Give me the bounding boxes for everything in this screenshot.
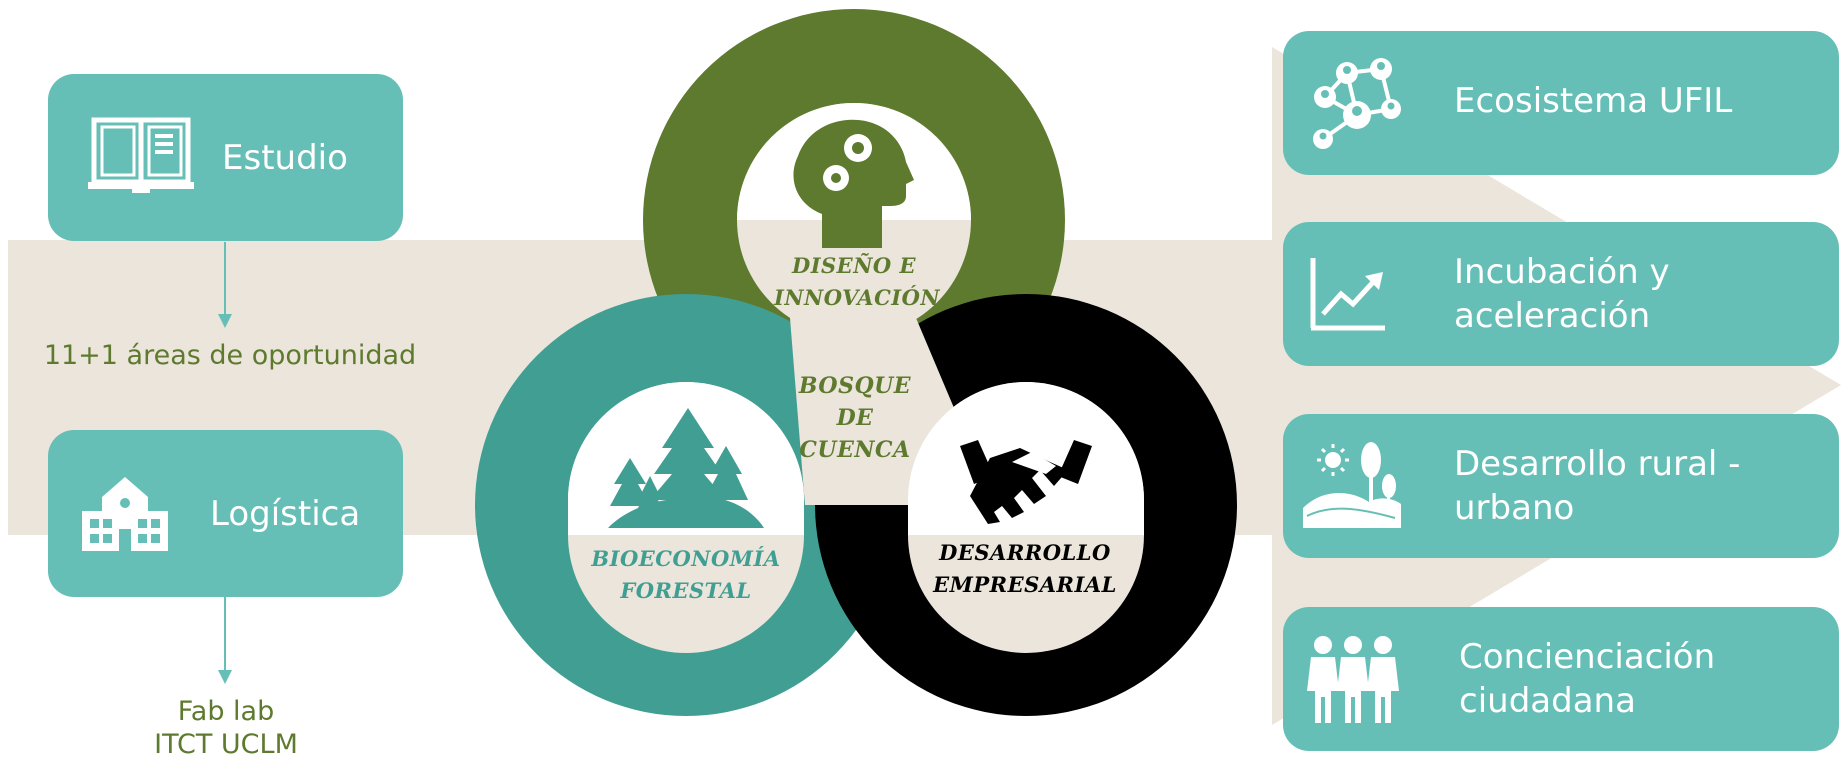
logistica-box: Logística — [48, 430, 403, 597]
network-people-icon — [1313, 58, 1401, 149]
fab-lab-note: Fab lab ITCT UCLM — [126, 695, 326, 761]
desarrollo-rural-label: Desarrollo rural - urbano — [1454, 442, 1740, 530]
concienciacion-label: Concienciación ciudadana — [1459, 635, 1715, 723]
logistica-label: Logística — [210, 494, 361, 534]
diseno-line1: DISEÑO E — [791, 253, 916, 278]
forest-trees-icon — [608, 408, 764, 528]
desarrollo-line1: DESARROLLO — [939, 540, 1111, 565]
desarrollo-rural-line1: Desarrollo rural - — [1454, 444, 1741, 484]
desarrollo-rural-line2: urbano — [1454, 488, 1575, 528]
desarrollo-label: DESARROLLO EMPRESARIAL — [930, 537, 1120, 601]
concienciacion-box: Concienciación ciudadana — [1283, 607, 1839, 751]
bioeconomia-line2: FORESTAL — [620, 578, 752, 603]
cuenca-line: CUENCA — [799, 437, 911, 463]
diseno-line2: INNOVACIÓN — [774, 285, 941, 310]
growth-chart-icon — [1310, 258, 1385, 331]
flow-arrows — [218, 242, 232, 684]
rings-diagram — [475, 9, 1237, 716]
bioeconomia-label: BIOECONOMÍA FORESTAL — [591, 543, 781, 607]
desarrollo-line2: EMPRESARIAL — [933, 572, 1117, 597]
rural-landscape-icon — [1303, 442, 1401, 528]
estudio-label: Estudio — [222, 138, 348, 178]
de-line: DE — [836, 405, 874, 431]
incubacion-line1: Incubación y — [1454, 252, 1670, 292]
school-building-icon — [82, 477, 168, 551]
concienciacion-line2: ciudadana — [1459, 681, 1636, 721]
concienciacion-line1: Concienciación — [1459, 637, 1716, 677]
citizens-group-icon — [1307, 636, 1399, 723]
handshake-icon — [960, 440, 1092, 524]
incubacion-line2: aceleración — [1454, 296, 1651, 336]
desarrollo-rural-box: Desarrollo rural - urbano — [1283, 414, 1839, 558]
diseno-label: DISEÑO E INNOVACIÓN — [774, 250, 941, 314]
areas-oportunidad-note: 11+1 áreas de oportunidad — [43, 340, 417, 371]
bioeconomia-line1: BIOECONOMÍA — [591, 546, 781, 571]
brain-gears-icon — [793, 119, 914, 248]
book-icon — [88, 117, 194, 193]
bosque-cuenca-label: BOSQUE DE CUENCA — [780, 370, 930, 466]
fab-lab-line: Fab lab — [177, 696, 275, 727]
ecosistema-box: Ecosistema UFIL — [1283, 31, 1839, 175]
itct-uclm-line: ITCT UCLM — [154, 729, 298, 760]
estudio-box: Estudio — [48, 74, 403, 241]
ecosistema-label: Ecosistema UFIL — [1454, 81, 1733, 121]
incubacion-box: Incubación y aceleración — [1283, 222, 1839, 366]
bosque-line: BOSQUE — [798, 373, 912, 399]
incubacion-label: Incubación y aceleración — [1454, 250, 1670, 338]
